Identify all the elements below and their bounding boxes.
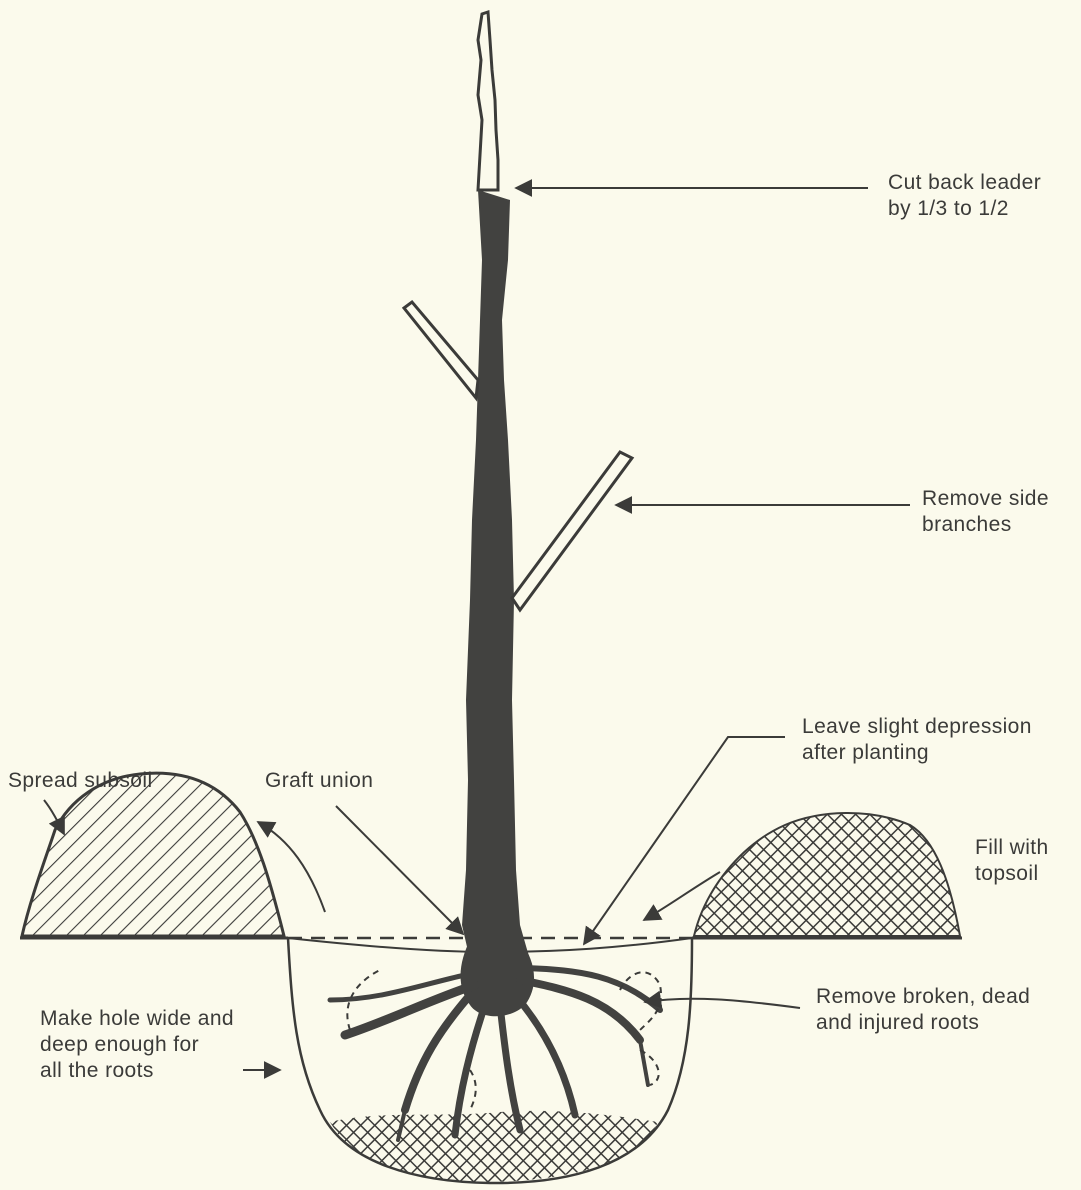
lower-side-branch xyxy=(512,452,632,610)
label-make-hole: Make hole wide and deep enough for all t… xyxy=(40,1006,234,1084)
label-fill-topsoil: Fill with topsoil xyxy=(975,835,1049,887)
leader-tip xyxy=(478,12,498,190)
label-remove-roots: Remove broken, dead and injured roots xyxy=(816,984,1030,1036)
subsoil-pile xyxy=(22,773,284,936)
root-system xyxy=(330,940,660,1140)
label-cut-back-leader: Cut back leader by 1/3 to 1/2 xyxy=(888,170,1041,222)
hole-bottom-topsoil xyxy=(330,1111,658,1182)
label-leave-depression: Leave slight depression after planting xyxy=(802,714,1032,766)
label-remove-side-branches: Remove side branches xyxy=(922,486,1049,538)
roots-arrow xyxy=(645,999,800,1008)
label-spread-subsoil: Spread subsoil xyxy=(8,768,153,794)
upper-side-branch xyxy=(404,302,478,398)
graft-union-arrow xyxy=(336,806,463,934)
tree-trunk xyxy=(462,190,530,960)
topsoil-pile xyxy=(694,813,960,936)
label-graft-union: Graft union xyxy=(265,768,373,794)
